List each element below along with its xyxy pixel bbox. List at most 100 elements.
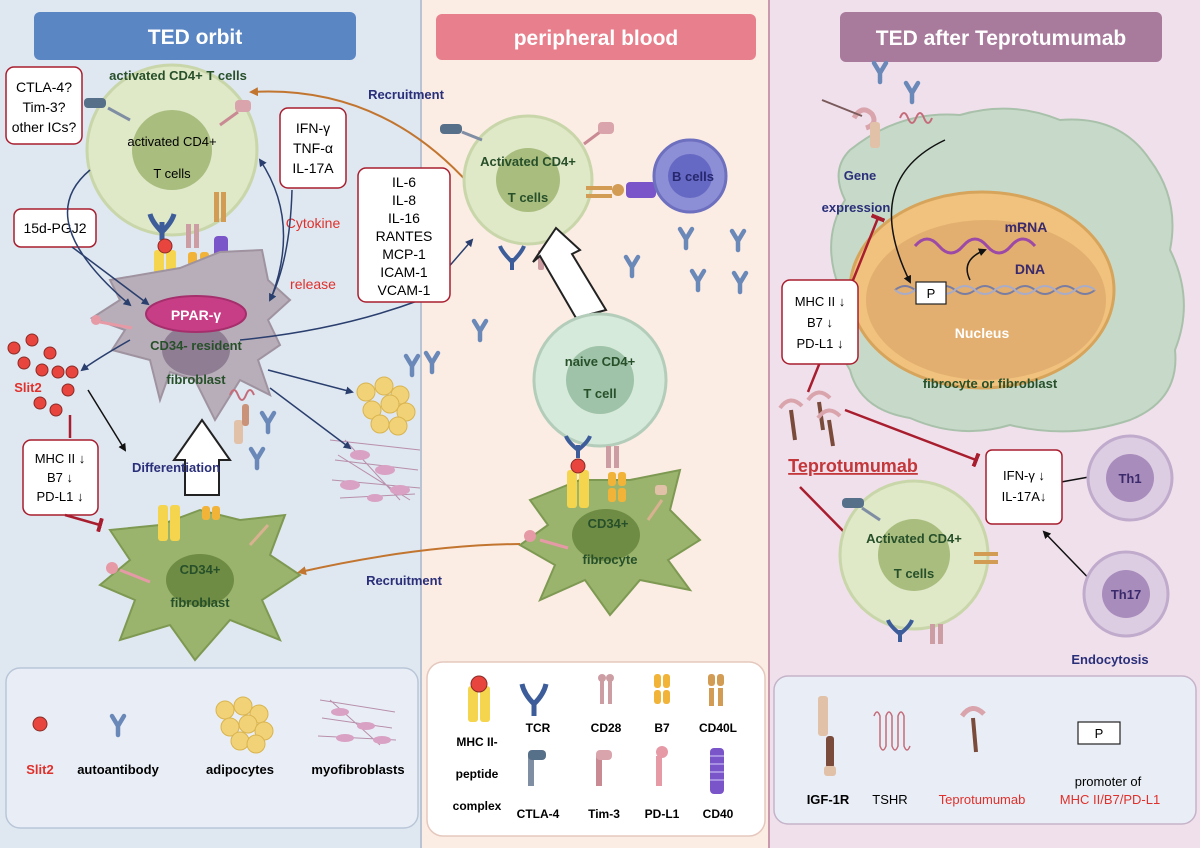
legend-igf1r-icon bbox=[818, 696, 836, 776]
slit2-label: Slit2 bbox=[14, 380, 41, 395]
recruitment-top-arrow bbox=[249, 87, 471, 186]
fibrocyte-or-fibroblast-label: fibrocyte or fibroblast bbox=[923, 376, 1058, 391]
mrna-label: mRNA bbox=[1005, 219, 1048, 235]
th17-label: Th17 bbox=[1111, 587, 1141, 602]
ppar-gamma-label: PPAR-γ bbox=[171, 307, 222, 323]
factor-7: VCAM-1 bbox=[378, 282, 431, 298]
middle-title: peripheral blood bbox=[514, 27, 679, 50]
gene-expression-label-1: Gene bbox=[844, 168, 877, 183]
b-cells-label: B cells bbox=[672, 169, 714, 184]
legend-right: IGF-1R TSHR Teprotumumab P promoter of M… bbox=[773, 675, 1197, 825]
mhc-down-box-left: MHC II ↓ B7 ↓ PD-L1 ↓ bbox=[22, 439, 99, 516]
legend-promoter-target: MHC II/B7/PD-L1 bbox=[1060, 792, 1160, 807]
cytokines-box: IFN-γ TNF-α IL-17A bbox=[279, 107, 347, 189]
activation-arrow bbox=[532, 226, 608, 320]
ctla4-receptor-icon bbox=[84, 98, 131, 122]
slit2-dots bbox=[7, 333, 79, 417]
legend-pdl1-icon bbox=[656, 746, 668, 786]
legend-cd28-icon bbox=[598, 674, 614, 704]
cd40l-cd40-link bbox=[586, 182, 656, 198]
th17-cell: Th17 bbox=[1082, 550, 1170, 638]
legend-middle: MHC II- peptide complex TCR CD28 B7 CD40… bbox=[426, 661, 766, 837]
legend-b7-label: B7 bbox=[654, 721, 670, 735]
fibrocyte-label-1: CD34+ bbox=[588, 516, 629, 531]
resident-fibroblast-label-2: fibroblast bbox=[166, 372, 226, 387]
legend-promoter-box bbox=[1077, 721, 1121, 745]
ifn-down-box: IFN-γ ↓ IL-17A↓ bbox=[985, 449, 1063, 525]
mhc-right-2: B7 ↓ bbox=[807, 315, 833, 330]
right-fibrocyte-cell: mRNA DNA P Nucleus fibrocyte or fibrobla… bbox=[822, 107, 1185, 433]
recruitment-bottom-arrow bbox=[297, 543, 521, 576]
legend-cd40-label: CD40 bbox=[703, 807, 734, 821]
ics-line-1: CTLA-4? bbox=[16, 79, 72, 95]
activated-cd4-mid-label-2: T cells bbox=[508, 190, 548, 205]
legend-mhc-label-2: peptide bbox=[456, 767, 499, 781]
promoter-box-label: P bbox=[927, 286, 936, 301]
legend-tcr-icon bbox=[519, 683, 549, 716]
mhc-left-2: B7 ↓ bbox=[47, 470, 73, 485]
differentiation-label: Differentiation bbox=[132, 460, 220, 475]
legend-mhc-label-1: MHC II- bbox=[456, 735, 497, 749]
fibrocyte-label-2: fibrocyte bbox=[583, 552, 638, 567]
legend-ctla4-icon bbox=[528, 750, 546, 786]
dna-label: DNA bbox=[1015, 261, 1045, 277]
tshr-receptor-icon bbox=[229, 389, 255, 401]
factor-3: IL-16 bbox=[388, 210, 420, 226]
teprotumumab-drug-icons bbox=[778, 390, 842, 447]
gene-expression-label-2: expression bbox=[822, 200, 891, 215]
differentiation-arrow bbox=[172, 418, 232, 496]
activated-cd4-label-1: activated CD4+ bbox=[127, 134, 216, 149]
cytokine-1: IFN-γ bbox=[296, 120, 330, 136]
factor-2: IL-8 bbox=[392, 192, 416, 208]
secreted-factors-box: IL-6 IL-8 IL-16 RANTES MCP-1 ICAM-1 VCAM… bbox=[357, 167, 451, 303]
ics-line-3: other ICs? bbox=[12, 119, 77, 135]
right-top-receptors bbox=[821, 63, 933, 148]
right-title: TED after Teprotumumab bbox=[876, 27, 1126, 50]
activated-cd4-right-label-1: Activated CD4+ bbox=[866, 531, 962, 546]
teprotumumab-label: Teprotumumab bbox=[788, 456, 918, 476]
nucleus-label: Nucleus bbox=[955, 325, 1010, 341]
legend-tshr-label: TSHR bbox=[872, 792, 907, 807]
legend-myofibroblasts-icon bbox=[317, 699, 397, 746]
mhc-left-3: PD-L1 ↓ bbox=[37, 489, 84, 504]
resident-fibroblast-label-1: CD34- resident bbox=[150, 338, 242, 353]
activated-cd4-right-label-2: T cells bbox=[894, 566, 934, 581]
th1-label: Th1 bbox=[1118, 471, 1141, 486]
mhc-right-3: PD-L1 ↓ bbox=[797, 336, 844, 351]
legend-tcr-label: TCR bbox=[526, 721, 551, 735]
cd34-fibroblast-cell: CD34+ fibroblast bbox=[98, 505, 302, 662]
ifn-line-2: IL-17A↓ bbox=[1002, 489, 1047, 504]
legend-slit2-label: Slit2 bbox=[26, 762, 53, 777]
mhc-down-box-right: MHC II ↓ B7 ↓ PD-L1 ↓ bbox=[781, 279, 859, 365]
legend-myofibroblasts-label: myofibroblasts bbox=[311, 762, 404, 777]
factor-4: RANTES bbox=[376, 228, 433, 244]
cytokine-2: TNF-α bbox=[293, 140, 333, 156]
immune-checkpoint-box: CTLA-4? Tim-3? other ICs? bbox=[5, 66, 83, 145]
pgj2-box: 15d-PGJ2 bbox=[13, 208, 97, 248]
recruitment-bottom-label: Recruitment bbox=[366, 573, 443, 588]
legend-b7-icon bbox=[654, 674, 670, 704]
legend-cd40l-label: CD40L bbox=[699, 721, 737, 735]
right-header: TED after Teprotumumab bbox=[840, 12, 1162, 62]
b-cell: B cells bbox=[652, 138, 728, 214]
legend-cd40-icon bbox=[710, 748, 724, 794]
mhc-right-1: MHC II ↓ bbox=[795, 294, 846, 309]
legend-ctla4-label: CTLA-4 bbox=[517, 807, 560, 821]
pgj2-label: 15d-PGJ2 bbox=[23, 220, 86, 236]
naive-cd4-cell: naive CD4+ T cell bbox=[532, 312, 668, 468]
legend-tim3-icon bbox=[596, 750, 612, 786]
left-arrows bbox=[64, 158, 474, 533]
recruitment-top-label: Recruitment bbox=[368, 87, 445, 102]
th1-cell: Th1 bbox=[1086, 434, 1174, 522]
legend-autoantibody-label: autoantibody bbox=[77, 762, 159, 777]
left-header: TED orbit bbox=[34, 12, 356, 60]
factor-5: MCP-1 bbox=[382, 246, 426, 262]
legend-left: Slit2 autoantibody adipocytes myofibrobl… bbox=[5, 667, 419, 829]
mhc-left-1: MHC II ↓ bbox=[35, 451, 86, 466]
naive-cd4-label-2: T cell bbox=[583, 386, 616, 401]
factor-1: IL-6 bbox=[392, 174, 416, 190]
legend-igf1r-label: IGF-1R bbox=[807, 792, 850, 807]
cytokine-3: IL-17A bbox=[292, 160, 334, 176]
activated-cd4-cell-left: activated CD4+ T cells activated CD4+ T … bbox=[85, 63, 259, 237]
factor-6: ICAM-1 bbox=[380, 264, 428, 280]
